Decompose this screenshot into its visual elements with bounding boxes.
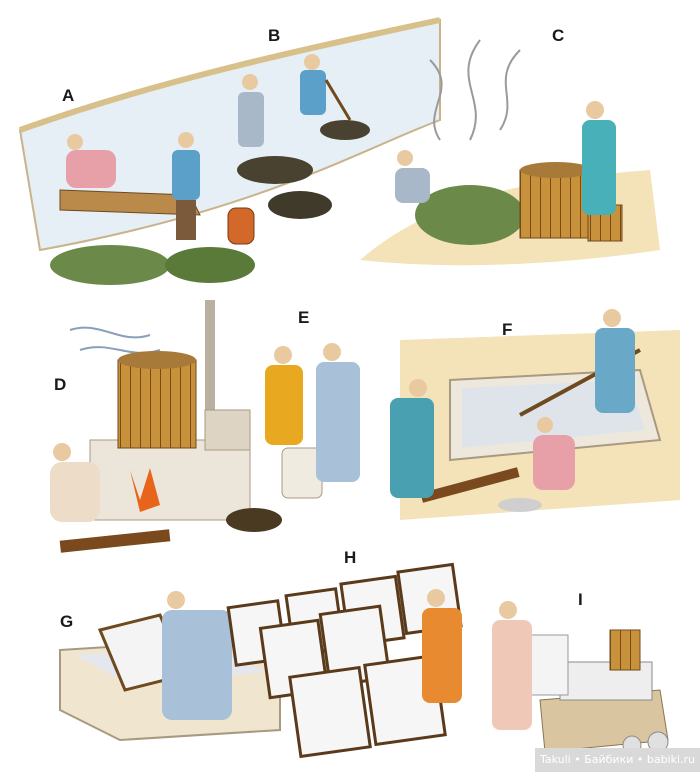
worker-figure xyxy=(492,601,532,730)
scene-sheet-forming xyxy=(59,591,281,742)
scene-label-a: A xyxy=(62,86,75,105)
worker-figure xyxy=(533,417,575,490)
scene-drying-frames xyxy=(226,562,463,759)
worker-figure xyxy=(162,591,232,720)
worker-figure xyxy=(582,101,616,215)
worker-figure xyxy=(316,343,360,482)
scene-label-e: E xyxy=(298,308,310,327)
watermark: Takuli • Байбики • babiki.ru xyxy=(535,748,700,772)
scene-river xyxy=(18,17,441,285)
wooden-tub xyxy=(519,162,593,239)
scene-label-c: C xyxy=(552,26,565,45)
worker-figure xyxy=(265,346,303,445)
scene-steaming xyxy=(50,300,282,553)
scene-boiling xyxy=(360,39,660,266)
worker-figure xyxy=(595,309,635,413)
scene-label-i: I xyxy=(578,590,583,609)
worker-figure xyxy=(395,150,430,203)
scene-stacking xyxy=(492,601,669,755)
worker-figure xyxy=(238,74,264,147)
worker-figure xyxy=(50,443,100,522)
worker-figure xyxy=(66,134,116,188)
wooden-steamer xyxy=(117,351,197,449)
scene-label-d: D xyxy=(54,375,67,394)
scene-pounding xyxy=(265,343,360,499)
drying-frame xyxy=(288,665,372,759)
worker-figure xyxy=(422,589,462,703)
scene-label-f: F xyxy=(502,320,513,339)
scene-vat xyxy=(390,309,680,520)
worker-figure xyxy=(172,132,200,240)
worker-figure xyxy=(390,379,434,498)
scene-label-g: G xyxy=(60,612,74,631)
scene-label-b: B xyxy=(268,26,281,45)
worker-figure xyxy=(300,54,352,121)
scene-label-h: H xyxy=(344,548,357,567)
